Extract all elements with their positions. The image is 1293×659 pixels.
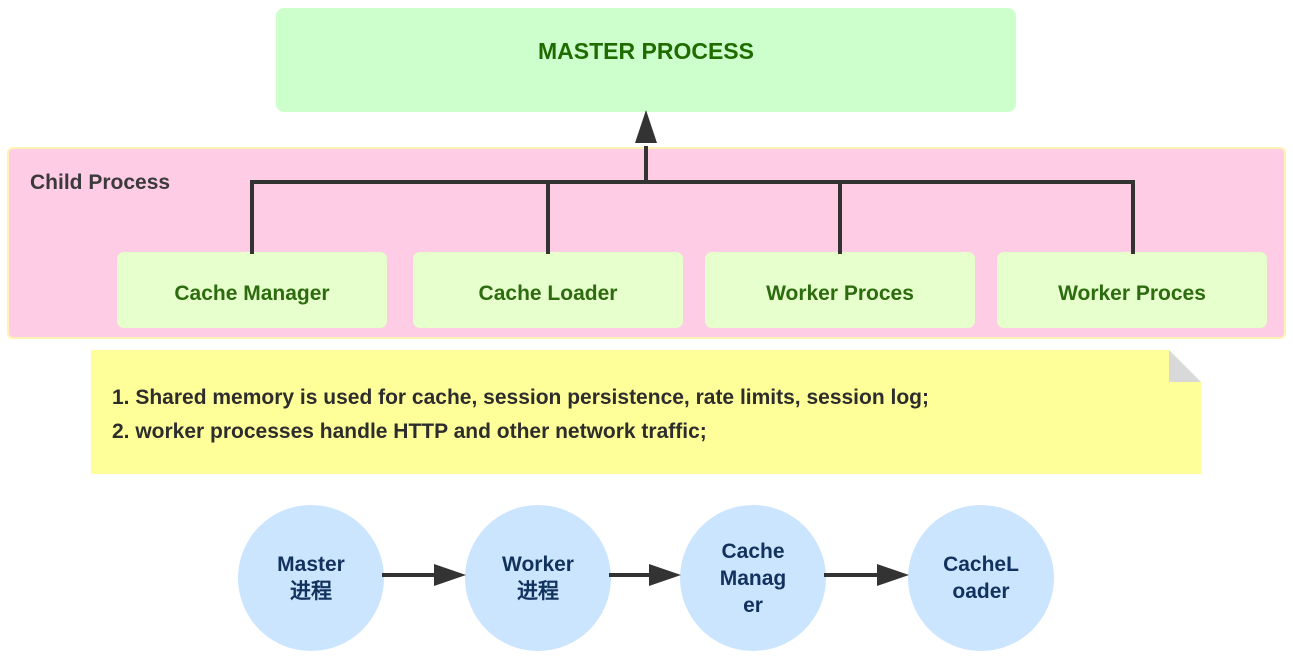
flow-node-label: Worker 进程 <box>502 553 574 603</box>
flow-node-worker: Worker 进程 <box>465 505 611 651</box>
child-node-label: Worker Proces <box>766 282 914 305</box>
master-process-box: MASTER PROCESS <box>276 8 1016 112</box>
flow-arrowhead-3 <box>877 564 909 586</box>
flow-arrowhead-1 <box>434 564 466 586</box>
flow-arrowhead-2 <box>649 564 681 586</box>
flow-node-cache-manager: Cache Manag er <box>680 505 826 651</box>
master-process-label: MASTER PROCESS <box>538 37 754 64</box>
child-node-cache-manager: Cache Manager <box>117 252 387 328</box>
flow-node-cache-loader: CacheL oader <box>908 505 1054 651</box>
child-node-label: Cache Manager <box>174 282 330 305</box>
flow-node-label: Master 进程 <box>277 553 345 603</box>
child-node-worker-process-1: Worker Proces <box>705 252 975 328</box>
child-node-label: Worker Proces <box>1058 282 1206 305</box>
arrowhead-to-master <box>635 110 657 143</box>
flow-node-label: CacheL oader <box>943 553 1019 603</box>
child-process-group-label: Child Process <box>30 171 171 194</box>
child-node-label: Cache Loader <box>478 282 618 305</box>
note-line-2: 2. worker processes handle HTTP and othe… <box>112 420 707 443</box>
child-node-cache-loader: Cache Loader <box>413 252 683 328</box>
flow-node-label: Cache Manag er <box>719 539 787 617</box>
flow-node-master: Master 进程 <box>238 505 384 651</box>
note-box <box>91 350 1201 474</box>
child-node-worker-process-2: Worker Proces <box>997 252 1267 328</box>
note-line-1: 1. Shared memory is used for cache, sess… <box>112 386 929 409</box>
